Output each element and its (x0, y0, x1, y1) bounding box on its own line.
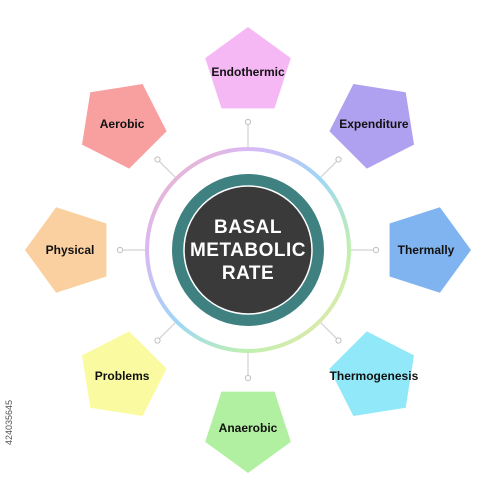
connector-dot-anaerobic (244, 374, 252, 382)
petal-label-endothermic: Endothermic (211, 65, 285, 79)
petal-label-physical: Physical (46, 243, 95, 257)
center-inner-circle (183, 185, 313, 315)
petal-group: EndothermicExpenditureThermallyThermogen… (25, 27, 471, 473)
center-line-3: RATE (222, 263, 274, 284)
connector-dot-physical (116, 246, 124, 254)
connector-dot-endothermic (244, 118, 252, 126)
petal-label-problems: Problems (95, 369, 150, 383)
petal-anaerobic (205, 391, 291, 473)
petal-thermally (389, 207, 471, 293)
petal-label-aerobic: Aerobic (100, 117, 145, 131)
center-line-1: BASAL (214, 217, 282, 238)
stock-id-text: 424035645 (4, 400, 14, 445)
connector-dot-aerobic (154, 156, 161, 163)
petal-label-anaerobic: Anaerobic (219, 421, 278, 435)
connector-dot-thermogenesis (335, 337, 342, 344)
connector-dot-expenditure (335, 156, 342, 163)
petal-label-thermogenesis: Thermogenesis (330, 369, 419, 383)
petal-label-thermally: Thermally (398, 243, 455, 257)
petal-physical (25, 207, 107, 293)
connector-dot-problems (154, 337, 161, 344)
connector-group (116, 118, 380, 382)
connector-expenditure (320, 159, 339, 178)
petal-endothermic (205, 27, 291, 109)
outer-thin-ring (145, 147, 351, 353)
petal-aerobic (82, 84, 167, 169)
connector-dot-thermally (372, 246, 380, 254)
petal-problems (82, 331, 167, 416)
connector-aerobic (157, 159, 176, 178)
connector-problems (157, 322, 176, 341)
petal-expenditure (329, 84, 414, 169)
petal-label-expenditure: Expenditure (339, 117, 409, 131)
center-line-2: METABOLIC (190, 240, 306, 261)
connector-thermogenesis (320, 322, 339, 341)
petal-thermogenesis (329, 331, 414, 416)
